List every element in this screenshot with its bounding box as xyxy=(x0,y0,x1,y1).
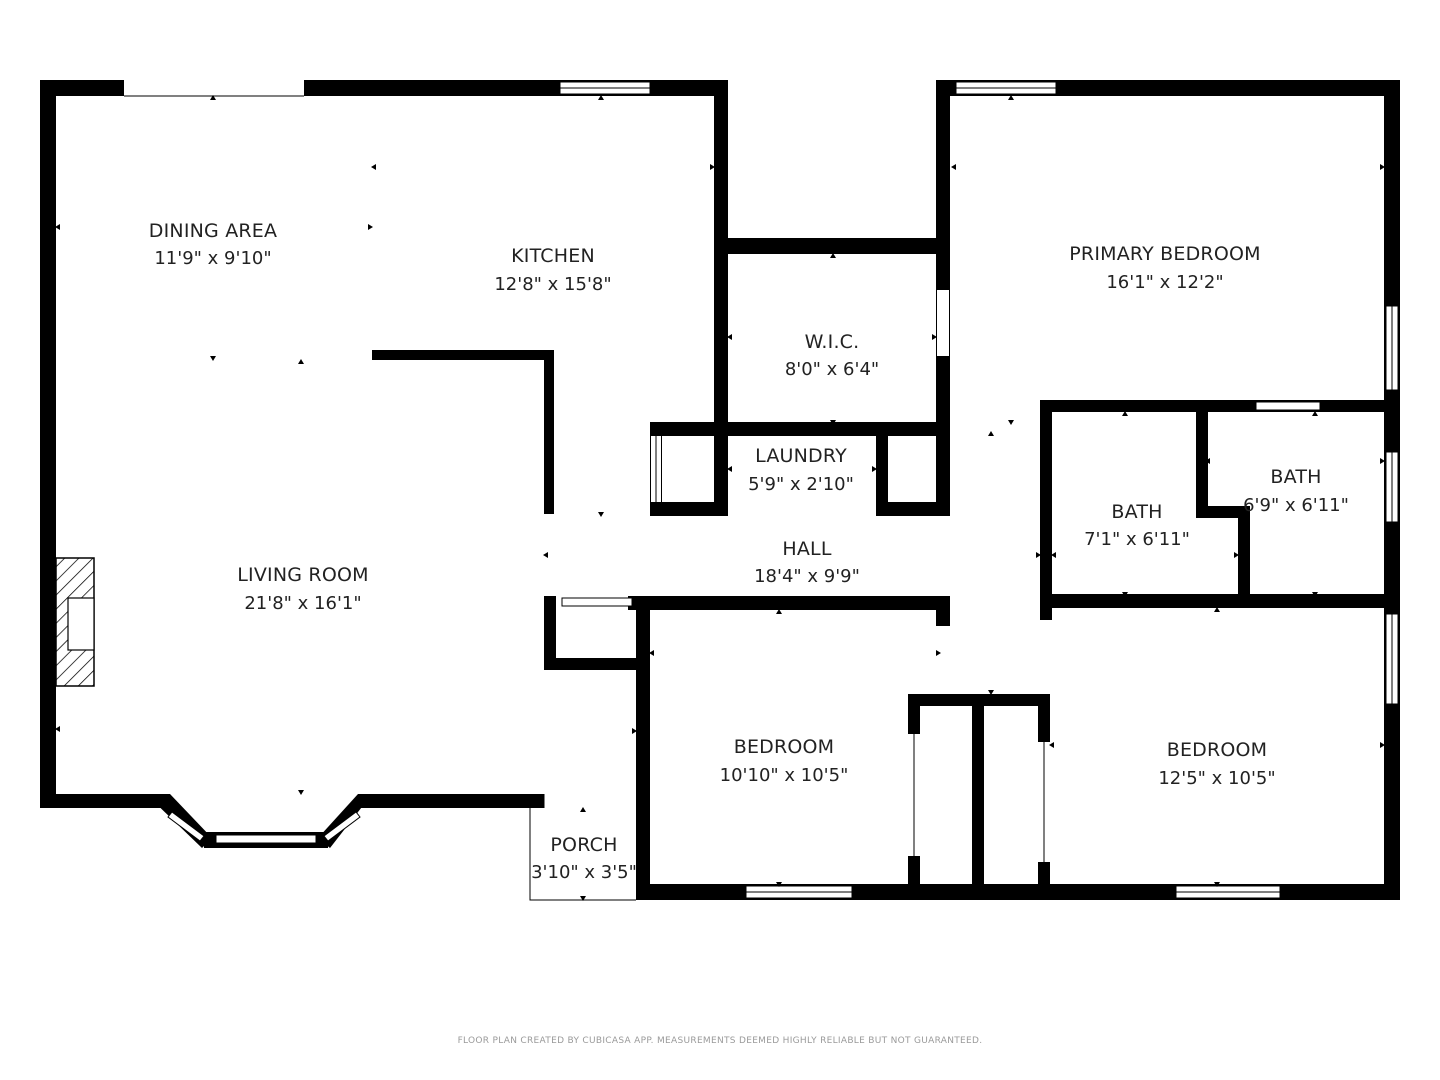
bedroom2-name: BEDROOM xyxy=(1167,739,1268,761)
kitchen-name: KITCHEN xyxy=(511,245,595,267)
bath1-dims: 7'1" x 6'11" xyxy=(1084,529,1190,550)
hall-name: HALL xyxy=(782,538,831,560)
wic-name: W.I.C. xyxy=(805,331,860,353)
bedroom1-name: BEDROOM xyxy=(734,736,835,758)
dimension-markers xyxy=(55,95,1385,901)
laundry-name: LAUNDRY xyxy=(755,445,847,467)
wic-dims: 8'0" x 6'4" xyxy=(785,359,879,380)
primary-dims: 16'1" x 12'2" xyxy=(1106,272,1223,293)
windows xyxy=(124,80,1399,899)
bedroom2-dims: 12'5" x 10'5" xyxy=(1158,768,1275,789)
hall-dims: 18'4" x 9'9" xyxy=(754,566,860,587)
dining-name: DINING AREA xyxy=(149,220,277,242)
bedroom1-dims: 10'10" x 10'5" xyxy=(720,765,849,786)
living-dims: 21'8" x 16'1" xyxy=(244,593,361,614)
bath1-name: BATH xyxy=(1111,501,1162,523)
bay-window xyxy=(146,794,372,848)
footer-disclaimer: FLOOR PLAN CREATED BY CUBICASA APP. MEAS… xyxy=(457,1036,983,1046)
kitchen-dims: 12'8" x 15'8" xyxy=(494,274,611,295)
laundry-dims: 5'9" x 2'10" xyxy=(748,474,854,495)
fireplace xyxy=(55,557,95,687)
porch-outline xyxy=(529,794,636,901)
living-name: LIVING ROOM xyxy=(237,564,368,586)
bath2-dims: 6'9" x 6'11" xyxy=(1243,495,1349,516)
bath2-name: BATH xyxy=(1270,466,1321,488)
room-labels: DINING AREA 11'9" x 9'10" KITCHEN 12'8" … xyxy=(149,220,1349,883)
porch-dims: 3'10" x 3'5" xyxy=(531,862,637,883)
dining-dims: 11'9" x 9'10" xyxy=(154,248,271,269)
porch-name: PORCH xyxy=(550,834,617,856)
primary-name: PRIMARY BEDROOM xyxy=(1069,243,1260,265)
